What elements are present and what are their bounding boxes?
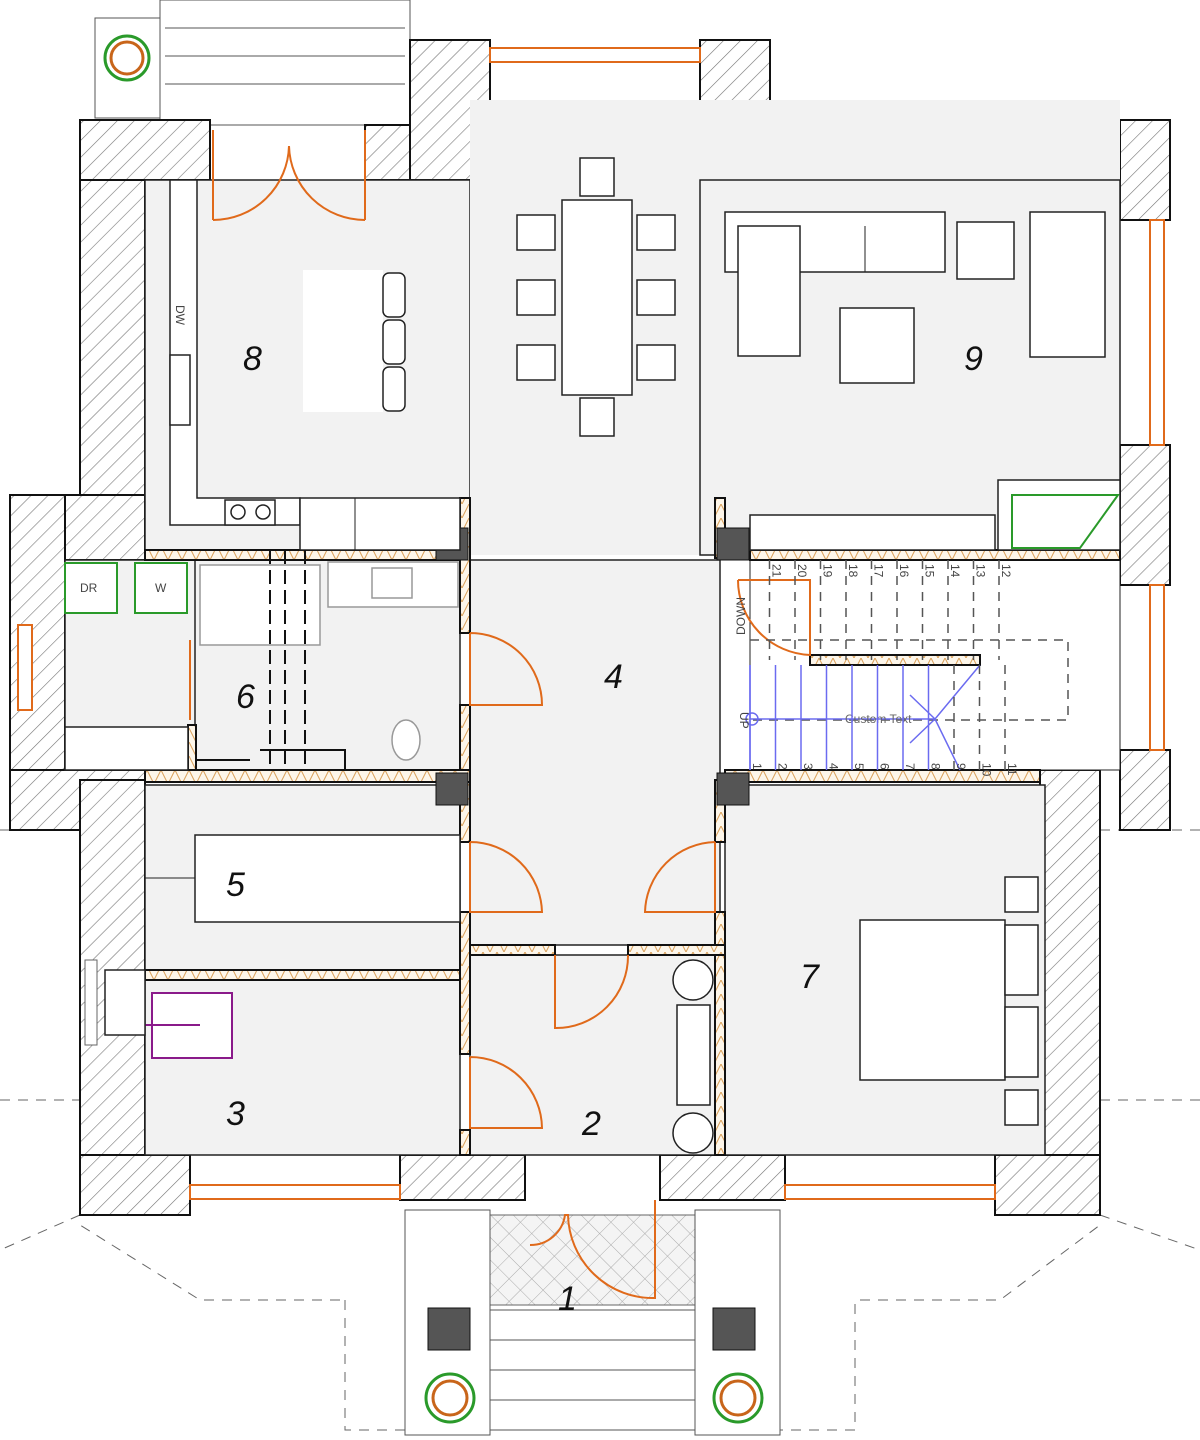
- fridge: [169, 354, 191, 426]
- dryer-label: DR: [80, 581, 98, 595]
- room-label-1: 1: [558, 1280, 577, 1318]
- stair-step-number: 21: [770, 564, 784, 578]
- structural-column: [716, 772, 750, 806]
- stair-step-number: 18: [846, 564, 860, 578]
- chaise: [1029, 211, 1106, 358]
- bar-stool: [382, 272, 406, 318]
- room-1-porch: [489, 1214, 696, 1306]
- stair-step-number: 2: [776, 763, 790, 770]
- bar-stool: [382, 319, 406, 365]
- dishwasher-label: DW: [173, 305, 187, 326]
- washer-label: W: [155, 581, 167, 595]
- stair-step-number: 11: [1005, 763, 1019, 776]
- stair-step-number: 10: [980, 763, 994, 777]
- dining-set: [516, 157, 676, 437]
- stair-step-number: 19: [821, 564, 835, 578]
- stair-step-number: 5: [852, 763, 866, 770]
- stair-step-number: 16: [897, 564, 911, 578]
- nightstand: [1004, 876, 1039, 913]
- stair-step-number: 8: [929, 763, 943, 770]
- bar-stool: [382, 366, 406, 412]
- room-label-3: 3: [226, 1095, 245, 1133]
- stair-step-number: 12: [999, 564, 1013, 578]
- stair-step-number: 9: [954, 763, 968, 770]
- interior-walls: [144, 497, 1121, 1156]
- stair-step-number: 20: [795, 564, 809, 578]
- kitchen-furniture: DW: [169, 179, 461, 551]
- porch: [404, 1209, 781, 1436]
- entry-bedroom-furniture: [672, 876, 1039, 1154]
- washer: [134, 562, 188, 614]
- room-label-8: 8: [243, 340, 262, 378]
- exterior-walls: [9, 39, 1171, 1216]
- fireplace: [1011, 494, 1120, 549]
- shower: [199, 564, 321, 646]
- stair-step-number: 4: [827, 763, 841, 770]
- room-labels: 1 2 3 4 5 6 7 8 9: [226, 340, 983, 1318]
- stair-step-number: 13: [974, 564, 988, 578]
- structural-column: [435, 772, 469, 806]
- stairs-custom-text: Custom Text: [845, 712, 912, 726]
- dining-table: [561, 199, 633, 396]
- structural-column: [716, 527, 750, 561]
- stair-step-number: 14: [948, 564, 962, 578]
- stair-step-number: 6: [878, 763, 892, 770]
- stair-step-number: 17: [872, 564, 886, 578]
- living-furniture: [724, 211, 1121, 551]
- coffee-table: [839, 307, 915, 384]
- dryer: [64, 562, 118, 614]
- stair-step-number: 3: [801, 763, 815, 770]
- toilet: [391, 719, 421, 761]
- bath-laundry-fixtures: DR W: [64, 550, 459, 771]
- bed: [859, 919, 1006, 1081]
- doors: [189, 130, 811, 1300]
- armchair: [956, 221, 1015, 280]
- room-label-5: 5: [226, 866, 245, 904]
- terrace-steps: [94, 0, 411, 126]
- stairs-up-label: UP: [737, 712, 751, 729]
- bench: [676, 1004, 711, 1106]
- room-label-7: 7: [800, 958, 820, 996]
- room-4-hall: [469, 559, 721, 946]
- room-label-6: 6: [236, 678, 255, 716]
- stairs-down-label: DOWN: [734, 597, 748, 635]
- nightstand: [1004, 1089, 1039, 1126]
- stair-step-number: 7: [903, 763, 917, 770]
- room-label-9: 9: [964, 340, 983, 378]
- kitchen-island: [303, 270, 383, 412]
- room-label-2: 2: [581, 1105, 601, 1143]
- stair-step-number: 1: [750, 763, 764, 770]
- room-label-4: 4: [604, 658, 623, 696]
- stair-step-number: 15: [923, 564, 937, 578]
- tv-cabinet: [749, 514, 996, 551]
- closets: [104, 834, 461, 1059]
